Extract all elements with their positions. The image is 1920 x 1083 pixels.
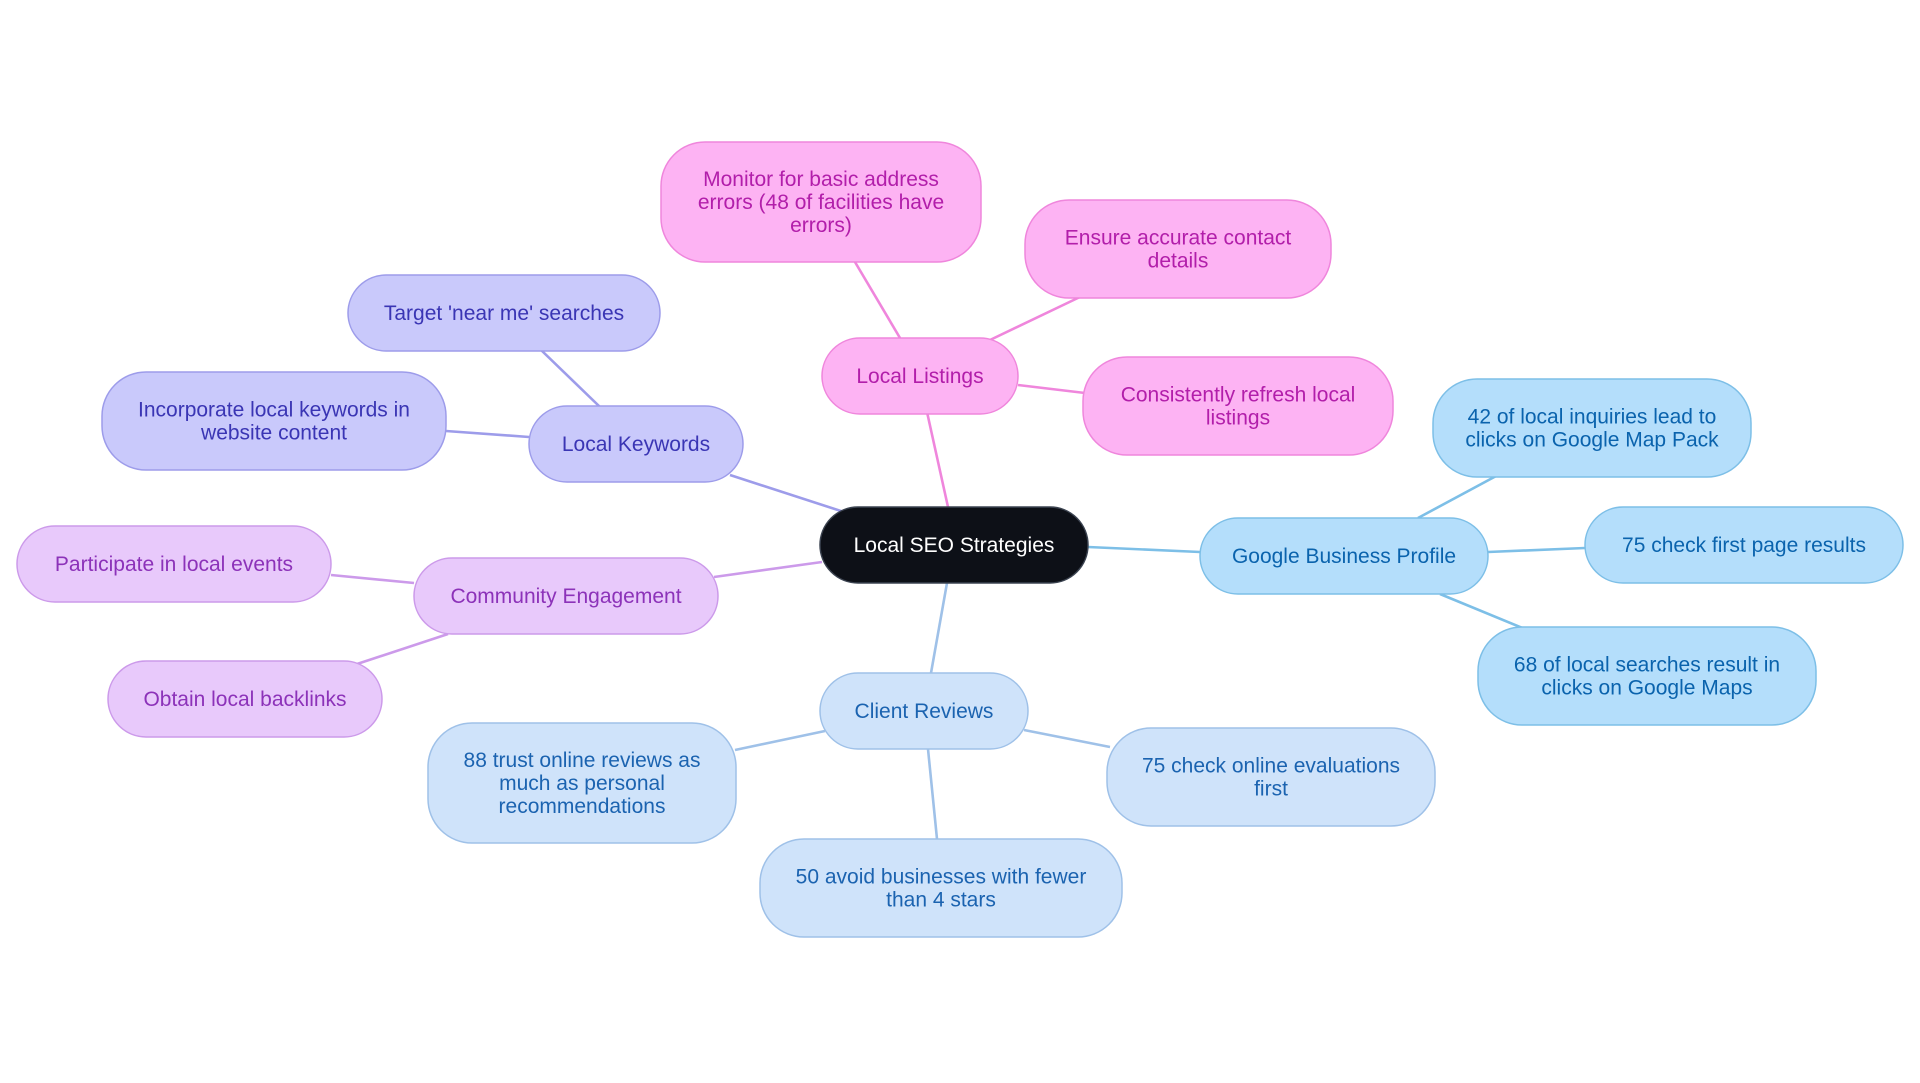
node-box	[1082, 356, 1394, 456]
connector-lines	[330, 261, 1586, 840]
node-box	[107, 660, 383, 738]
node-label: Local Keywords	[562, 433, 710, 456]
node-box	[347, 274, 661, 352]
node-local-keywords[interactable]: Local Keywords	[528, 405, 744, 483]
node-box	[821, 337, 1019, 415]
node-label: Google Business Profile	[1232, 545, 1456, 568]
node-near-me[interactable]: Target 'near me' searches	[347, 274, 661, 352]
node-box	[528, 405, 744, 483]
node-first-page[interactable]: 75 check first page results	[1584, 506, 1904, 584]
node-label: Local Listings	[856, 365, 983, 388]
edge-near-me	[539, 348, 601, 408]
node-label: Local SEO Strategies	[854, 534, 1055, 557]
edge-local-keywords	[729, 473, 845, 514]
node-box	[1024, 199, 1332, 299]
node-google-business-profile[interactable]: Google Business Profile	[1199, 517, 1489, 595]
mind-map-nodes: Local SEO Strategies Local Keywords Target…	[16, 141, 1904, 938]
edge-local-keywords-content	[445, 429, 530, 439]
node-box	[1199, 517, 1489, 595]
node-box	[101, 371, 447, 471]
edge-contact-details	[989, 294, 1083, 342]
node-client-reviews[interactable]: Client Reviews	[819, 672, 1029, 750]
node-box	[1432, 378, 1752, 478]
node-community-engagement[interactable]: Community Engagement	[413, 557, 719, 635]
edge-address-errors	[853, 261, 902, 339]
node-box	[819, 506, 1089, 584]
node-local-listings[interactable]: Local Listings	[821, 337, 1019, 415]
edge-client-reviews	[929, 582, 949, 674]
node-box	[1106, 727, 1436, 827]
node-local-backlinks[interactable]: Obtain local backlinks	[107, 660, 383, 738]
edge-local-events	[330, 573, 415, 585]
node-box	[1584, 506, 1904, 584]
edge-local-listings	[925, 411, 950, 508]
node-label: Target 'near me' searches	[384, 302, 624, 325]
edge-google-maps	[1439, 592, 1526, 631]
node-root[interactable]: Local SEO Strategies	[819, 506, 1089, 584]
edge-google-business-profile	[1087, 545, 1201, 554]
node-box	[660, 141, 982, 263]
edge-local-backlinks	[356, 632, 449, 666]
edge-map-pack	[1417, 473, 1499, 520]
node-label: Obtain local backlinks	[143, 688, 346, 711]
edge-first-page	[1487, 546, 1586, 554]
node-box	[413, 557, 719, 635]
node-label: Community Engagement	[450, 585, 681, 608]
node-label: 75 check first page results	[1622, 534, 1866, 557]
node-box	[16, 525, 332, 603]
edge-check-evaluations	[1023, 728, 1111, 749]
edge-community-engagement	[713, 560, 823, 579]
node-box	[1477, 626, 1817, 726]
node-box	[427, 722, 737, 844]
edge-avoid-businesses	[926, 748, 939, 840]
node-box	[759, 838, 1123, 938]
edge-refresh-listings	[1017, 383, 1086, 395]
node-label: Participate in local events	[55, 553, 293, 576]
node-label: Client Reviews	[855, 700, 994, 723]
edge-trust-reviews	[734, 729, 826, 752]
node-local-events[interactable]: Participate in local events	[16, 525, 332, 603]
node-box	[819, 672, 1029, 750]
